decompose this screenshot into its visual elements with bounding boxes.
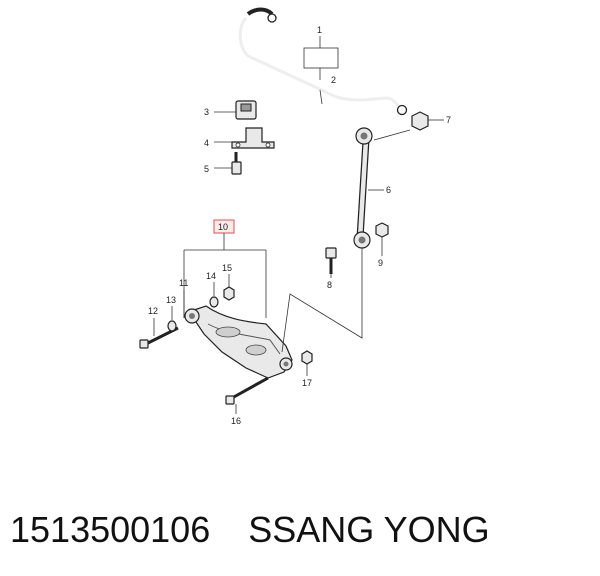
callout-3: 3 — [204, 107, 209, 117]
callout-1-group — [303, 36, 339, 105]
lower-control-arm — [184, 305, 293, 379]
callout-8: 8 — [327, 280, 332, 290]
callout-15: 15 — [222, 263, 232, 273]
callout-17: 17 — [302, 378, 312, 388]
callout-13: 13 — [166, 295, 176, 305]
nut-17 — [301, 350, 313, 365]
washer-14 — [209, 296, 219, 308]
callout-9: 9 — [378, 258, 383, 268]
bracket — [214, 127, 275, 149]
bushing — [214, 100, 257, 120]
bolt-link — [325, 247, 337, 278]
nut-link — [375, 222, 389, 256]
brand-name: SSANG YONG — [248, 509, 490, 550]
callout-4: 4 — [204, 138, 209, 148]
callout-5: 5 — [204, 164, 209, 174]
part-number: 1513500106 — [10, 509, 211, 550]
callout-14: 14 — [206, 271, 216, 281]
nut-upper — [411, 111, 444, 131]
callout-6: 6 — [386, 185, 391, 195]
washer-13 — [167, 320, 177, 332]
bolt-small — [214, 152, 242, 175]
stabilizer-link — [353, 127, 411, 249]
callout-1: 1 — [317, 25, 322, 35]
callout-16: 16 — [231, 416, 241, 426]
stabilizer-bar — [238, 7, 408, 116]
callout-7: 7 — [446, 115, 451, 125]
callout-11: 11 — [179, 278, 188, 288]
callout-2: 2 — [331, 75, 336, 85]
caption: 1513500106 SSANG YONG — [10, 500, 590, 560]
callout-10: 10 — [218, 222, 228, 232]
nut-15 — [223, 286, 235, 301]
callout-12: 12 — [148, 306, 158, 316]
parts-diagram: 1 2 3 4 5 7 6 — [139, 7, 451, 426]
bolt-16 — [225, 376, 269, 405]
